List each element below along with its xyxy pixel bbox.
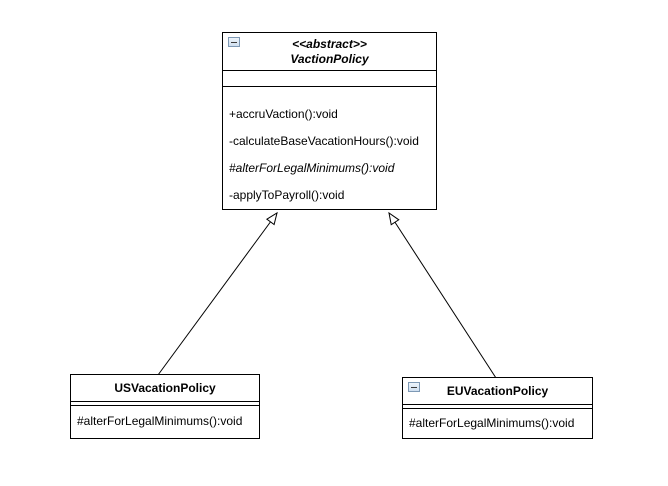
attributes-compartment [71, 402, 259, 406]
methods-compartment: +accruVaction():void -calculateBaseVacat… [223, 87, 436, 209]
method-alterforlegalminimums: #alterForLegalMinimums():void [229, 161, 395, 175]
class-vactionpolicy-header: <<abstract>> VactionPolicy [223, 33, 436, 71]
generalization-eu-to-vactionpolicy[interactable] [388, 211, 497, 379]
class-euvacationpolicy[interactable]: EUVacationPolicy #alterForLegalMinimums(… [402, 377, 593, 439]
method-applytopayroll: -applyToPayroll():void [229, 188, 345, 202]
method-alterforlegalminimums: #alterForLegalMinimums():void [77, 414, 243, 428]
class-stereotype: <<abstract>> [292, 37, 367, 51]
method-alterforlegalminimums: #alterForLegalMinimums():void [409, 416, 575, 430]
method-accruvaction: +accruVaction():void [229, 107, 338, 121]
collapse-minus-icon[interactable] [408, 382, 420, 392]
methods-compartment: #alterForLegalMinimums():void [71, 406, 259, 437]
attributes-compartment [223, 71, 436, 87]
class-usvacationpolicy-header: USVacationPolicy [71, 375, 259, 402]
collapse-minus-icon[interactable] [228, 37, 240, 47]
attributes-compartment [403, 405, 592, 409]
class-usvacationpolicy[interactable]: USVacationPolicy #alterForLegalMinimums(… [70, 374, 260, 439]
class-name: EUVacationPolicy [446, 384, 549, 398]
generalization-us-to-vactionpolicy[interactable] [157, 211, 278, 376]
class-name: VactionPolicy [290, 52, 369, 66]
method-calculatebasevacationhours: -calculateBaseVacationHours():void [229, 134, 419, 148]
methods-compartment: #alterForLegalMinimums():void [403, 409, 592, 437]
class-euvacationpolicy-header: EUVacationPolicy [403, 378, 592, 405]
class-vactionpolicy[interactable]: <<abstract>> VactionPolicy +accruVaction… [222, 32, 437, 210]
